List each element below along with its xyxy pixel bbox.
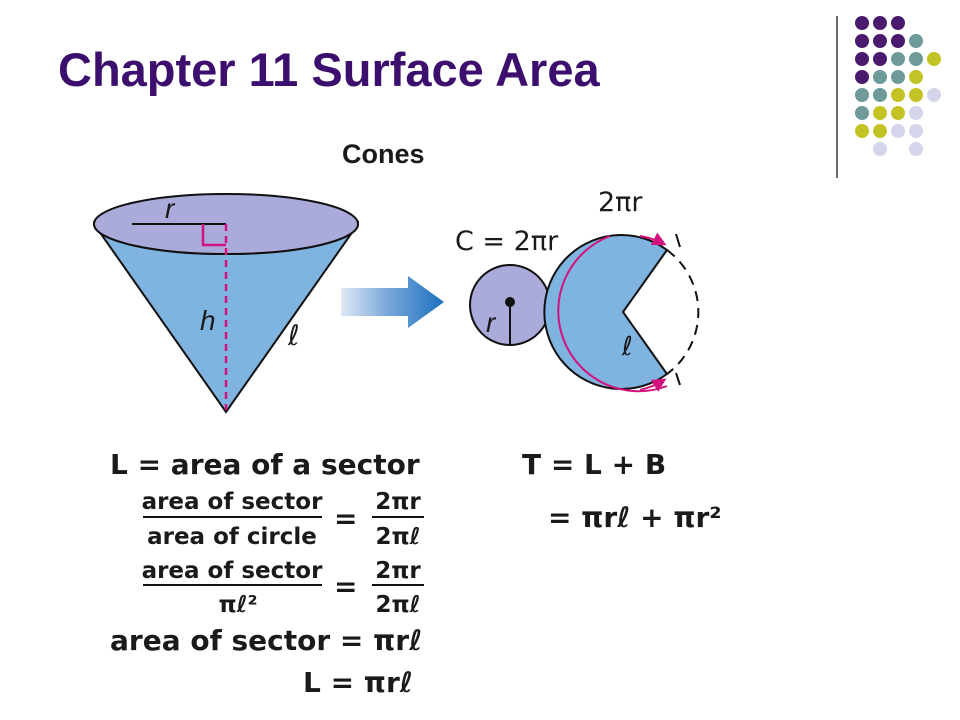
dot-lavender xyxy=(909,124,923,138)
arc-length-label: 2πr xyxy=(598,187,643,218)
dot-olive xyxy=(909,70,923,84)
dot-lavender xyxy=(909,142,923,156)
sector-radius-label: ℓ xyxy=(621,332,633,362)
ratio1-numerator: area of sector xyxy=(142,489,324,515)
sector-missing-arc xyxy=(666,249,700,375)
ratio1-rhs-denominator: 2πℓ xyxy=(375,524,420,550)
ratio2-numerator: area of sector xyxy=(142,558,324,584)
dot-teal xyxy=(909,34,923,48)
dot-teal xyxy=(909,52,923,66)
dot-olive xyxy=(873,106,887,120)
dot-purple xyxy=(855,52,869,66)
lateral-area-result: L = πrℓ xyxy=(303,666,413,699)
circumference-label: C = 2πr xyxy=(455,226,559,257)
cone-height-label: h xyxy=(200,305,216,336)
cone-net-drawing: r ℓ 2πr C = 2πr xyxy=(455,187,700,393)
dot-purple xyxy=(891,34,905,48)
transform-arrow xyxy=(341,276,444,328)
dot-olive xyxy=(927,52,941,66)
slide-title: Chapter 11 Surface Area xyxy=(58,43,600,96)
dot-teal xyxy=(855,106,869,120)
dot-teal xyxy=(873,88,887,102)
net-lateral-sector xyxy=(543,234,669,390)
dot-olive xyxy=(891,106,905,120)
dot-teal xyxy=(891,70,905,84)
dot-purple xyxy=(855,70,869,84)
arc-length-arrow xyxy=(557,235,668,393)
ratio1-rhs-numerator: 2πr xyxy=(375,489,421,515)
arc-length-arrow-end-top xyxy=(639,232,667,246)
lateral-area-derivation: L = area of a sector area of sector area… xyxy=(110,448,424,699)
arc-tick-top xyxy=(675,233,681,248)
dot-olive xyxy=(909,88,923,102)
dot-purple xyxy=(891,16,905,30)
dot-purple xyxy=(855,34,869,48)
arc-length-arrow-end-bottom xyxy=(639,378,667,392)
sector-area-result: area of sector = πrℓ xyxy=(110,624,422,657)
dot-lavender xyxy=(909,106,923,120)
dot-lavender xyxy=(891,124,905,138)
dot-purple xyxy=(873,52,887,66)
dot-olive xyxy=(873,124,887,138)
l-definition: L = area of a sector xyxy=(110,448,420,481)
ratio2-rhs-numerator: 2πr xyxy=(375,558,421,584)
dot-purple xyxy=(873,34,887,48)
cone-slant-label: ℓ xyxy=(287,319,300,352)
right-angle-marker xyxy=(201,224,226,247)
ratio2-equals: = xyxy=(334,570,357,603)
dot-purple xyxy=(855,16,869,30)
dot-lavender xyxy=(927,88,941,102)
dot-lavender xyxy=(873,142,887,156)
ratio1-denominator: area of circle xyxy=(147,524,317,550)
cone-radius-label: r xyxy=(165,193,176,224)
total-area-derivation: T = L + B = πrℓ + πr² xyxy=(522,448,722,534)
net-circle-radius-label: r xyxy=(486,307,497,338)
cone-drawing: r h ℓ xyxy=(92,193,360,414)
arc-tick-bottom xyxy=(675,372,681,386)
total-area-result: = πrℓ + πr² xyxy=(548,501,722,534)
dot-purple xyxy=(873,16,887,30)
ratio1-equals: = xyxy=(334,502,357,535)
dot-teal xyxy=(891,52,905,66)
dot-teal xyxy=(873,70,887,84)
total-area-definition: T = L + B xyxy=(522,448,666,481)
decorative-divider xyxy=(836,16,838,178)
dot-olive xyxy=(891,88,905,102)
ratio2-denominator: πℓ² xyxy=(218,592,257,618)
ratio2-rhs-denominator: 2πℓ xyxy=(375,592,420,618)
dot-olive xyxy=(855,124,869,138)
dot-teal xyxy=(855,88,869,102)
figure-heading: Cones xyxy=(342,139,425,169)
